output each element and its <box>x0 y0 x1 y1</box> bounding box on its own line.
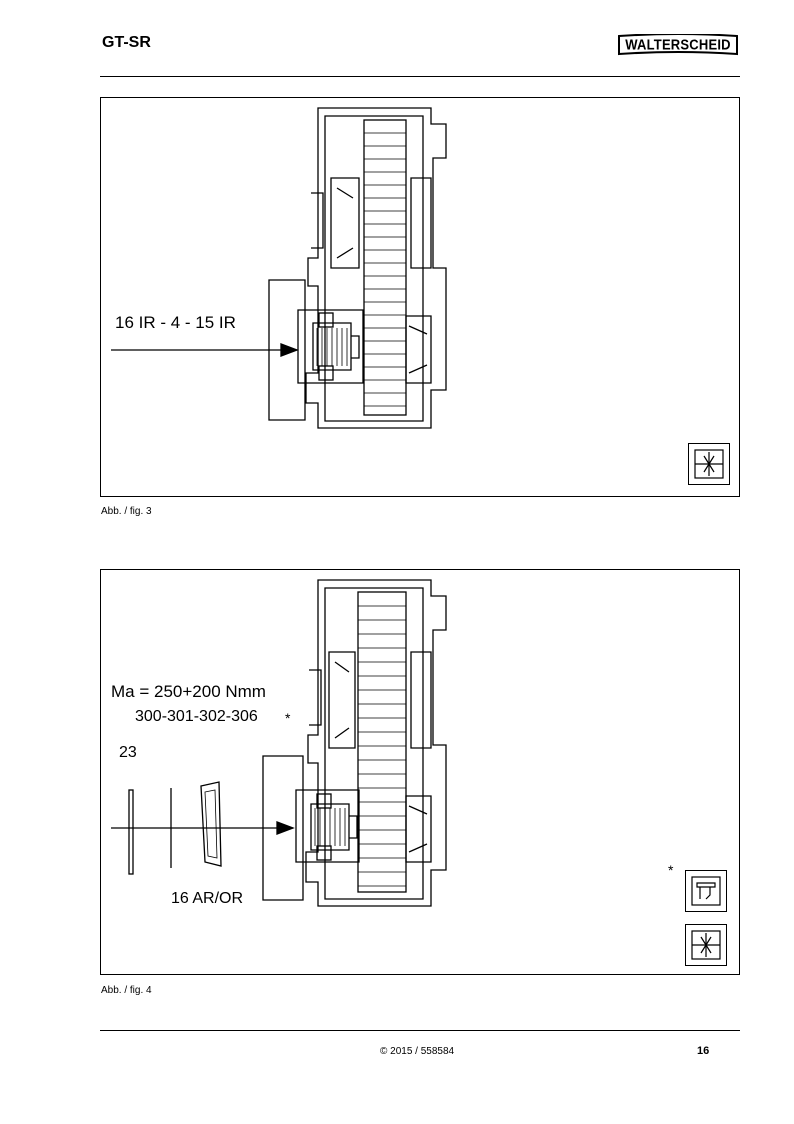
logo-banner-icon <box>618 33 738 56</box>
callout-16AR-OR: 16 AR/OR <box>171 890 244 907</box>
callout-parts-asterisk: * <box>285 710 291 726</box>
icon-asterisk: * <box>668 862 674 878</box>
figure-4-box: Ma = 250+200 Nmm 300-301-302-306 * 23 16… <box>100 569 740 975</box>
footer-rule <box>100 1030 740 1031</box>
gearbox-drawing-fig3 <box>111 107 447 429</box>
press-fit-symbol <box>685 924 727 966</box>
brand-logo: WALTERSCHEID <box>617 33 739 56</box>
caliper-symbol <box>685 870 727 912</box>
figure-3-box: 16 IR - 4 - 15 IR <box>100 97 740 497</box>
callout-16IR-4-15IR: 16 IR - 4 - 15 IR <box>115 313 236 332</box>
page-number: 16 <box>697 1045 710 1057</box>
document-title: GT-SR <box>102 34 151 51</box>
press-fit-symbol <box>688 443 730 485</box>
press-fit-icon <box>691 930 721 960</box>
header-rule <box>100 76 740 77</box>
figure-3-caption: Abb. / fig. 3 <box>101 506 152 517</box>
callout-torque: Ma = 250+200 Nmm <box>111 682 266 701</box>
gearbox-drawing-fig4 <box>111 579 447 907</box>
logo-text: WALTERSCHEID <box>625 35 731 54</box>
figure-4-caption: Abb. / fig. 4 <box>101 985 152 996</box>
caliper-icon <box>691 876 721 906</box>
callout-part-23: 23 <box>119 744 137 761</box>
copyright-text: © 2015 / 558584 <box>380 1046 455 1057</box>
press-fit-icon <box>694 449 724 479</box>
callout-parts: 300-301-302-306 <box>135 708 258 725</box>
